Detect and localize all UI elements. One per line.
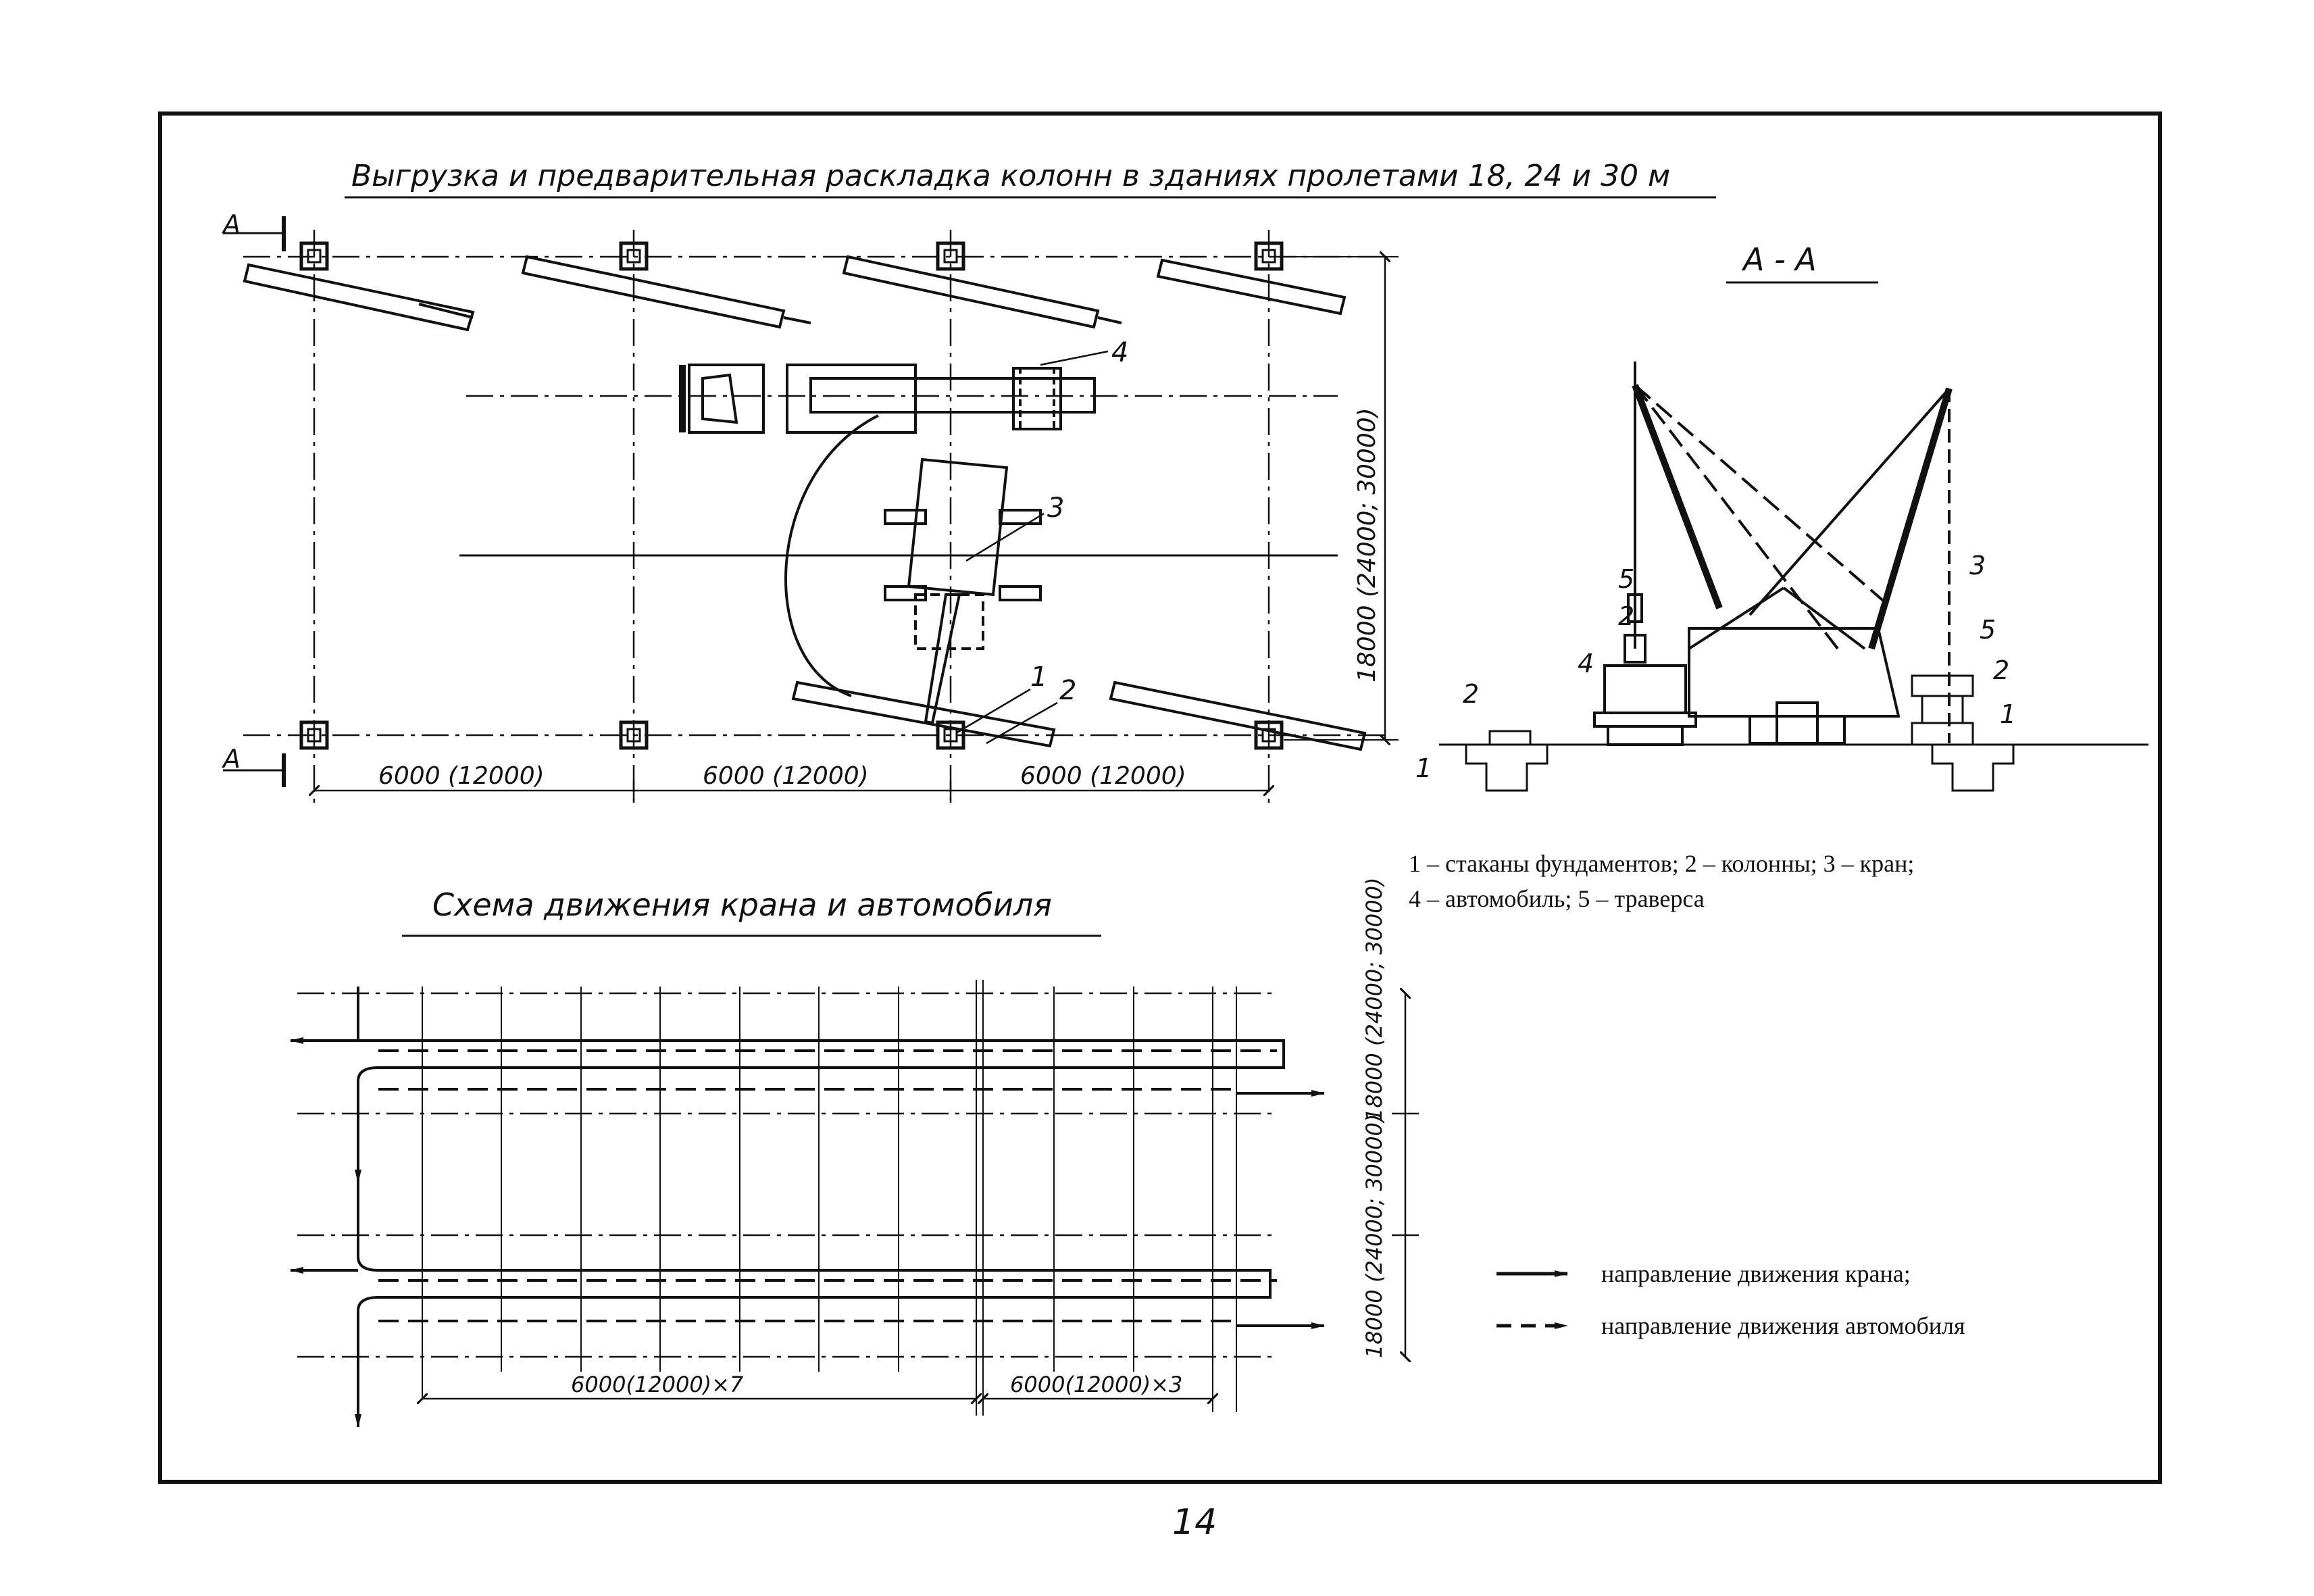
plan-dimensions: 6000 (12000) 6000 (12000) 6000 (12000) 1…: [314, 257, 1399, 801]
sect-callout-2b: 2: [1463, 679, 1479, 709]
section-callouts: 5 2 4 2 1 3 5 2 1: [1415, 551, 2016, 783]
sect-callout-1b: 1: [2000, 699, 2016, 729]
callout-2: 2: [1059, 675, 1076, 706]
callout-1: 1: [1030, 662, 1047, 693]
motion-scheme: 6000(12000)×7 6000(12000)×3 18000 (24000…: [290, 878, 1419, 1428]
motion-legend: направление движения крана; направление …: [1496, 1260, 1965, 1339]
legend-line-1: 1 – стаканы фундаментов; 2 – колонны; 3 …: [1409, 850, 1914, 877]
section-mark-top: А: [221, 209, 241, 239]
callout-3: 3: [1047, 493, 1064, 524]
scheme-title: Схема движения крана и автомобиля: [432, 887, 1052, 923]
column-top-2: [521, 255, 811, 329]
plan-dim-bay-1: 6000 (12000): [378, 762, 545, 790]
plan-dim-span: 18000 (24000; 30000): [1353, 407, 1381, 682]
plan-dim-bay-3: 6000 (12000): [1020, 762, 1186, 790]
section-title: А - А: [1741, 241, 1817, 278]
foundation-glass-icon: [619, 720, 649, 750]
sect-callout-1a: 1: [1415, 753, 1432, 783]
sect-callout-4: 4: [1578, 649, 1594, 678]
scheme-dim-span-top: 18000 (24000; 30000): [1361, 878, 1387, 1122]
truck-path: [378, 1049, 1277, 1322]
scheme-dim-span-bottom: 18000 (24000; 30000): [1361, 1114, 1387, 1358]
foundation-glass-icon: [936, 720, 965, 750]
plan-axis-lines: [243, 230, 1392, 804]
sect-callout-2c: 2: [1993, 655, 2009, 685]
section-view: А - А: [1409, 241, 2148, 912]
legend-line-2: 4 – автомобиль; 5 – траверса: [1409, 885, 1705, 912]
scheme-dim-left: 6000(12000)×7: [571, 1372, 744, 1397]
section-markers: А А: [221, 209, 286, 787]
scheme-dim-right: 6000(12000)×3: [1010, 1372, 1182, 1397]
sect-callout-2a: 2: [1618, 601, 1634, 631]
section-foundation-right: [1911, 674, 2015, 792]
column-top-1: [243, 263, 475, 332]
legend-crane: направление движения крана;: [1601, 1260, 1911, 1287]
foundation-glass-icon: [1254, 241, 1284, 271]
main-title: Выгрузка и предварительная раскладка кол…: [351, 159, 1670, 193]
crane: [784, 414, 1042, 725]
foundation-glass-icon: [299, 241, 329, 271]
section-truck: [1593, 593, 1697, 746]
scheme-column-axes: [422, 980, 1237, 1416]
scheme-axes: [297, 992, 1277, 1358]
plan-view: А А 4 3 1 2 6000 (12000) 6000 (12000) 60…: [221, 209, 1399, 804]
plan-callouts: 4 3 1 2: [955, 337, 1128, 745]
crane-path: [290, 987, 1325, 1428]
page-number: 14: [1172, 1502, 1217, 1543]
sheet-frame: [158, 111, 2162, 1484]
foundation-glass-icon: [619, 241, 649, 271]
callout-4: 4: [1111, 337, 1128, 368]
foundation-glass-icon: [299, 720, 329, 750]
foundation-glasses: [299, 241, 1284, 750]
section-foundation-left: [1465, 730, 1549, 792]
column-bottom-2: [1109, 680, 1367, 751]
section-mark-bottom: А: [221, 744, 241, 774]
section-crane: [1632, 361, 1953, 745]
foundation-glass-icon: [1254, 720, 1284, 750]
sect-callout-3: 3: [1969, 551, 1986, 580]
plan-dim-bay-2: 6000 (12000): [703, 762, 869, 790]
truck: [679, 364, 1096, 434]
scheme-dimensions: 6000(12000)×7 6000(12000)×3 18000 (24000…: [422, 878, 1419, 1399]
foundation-glass-icon: [936, 241, 965, 271]
column-top-3: [842, 255, 1122, 329]
column-bottom-1: [791, 680, 1056, 748]
column-top-4: [1156, 258, 1347, 316]
sect-callout-5a: 5: [1618, 564, 1634, 594]
legend-truck: направление движения автомобиля: [1601, 1312, 1965, 1339]
sect-callout-5b: 5: [1980, 615, 1996, 645]
laid-columns: [243, 255, 1367, 751]
